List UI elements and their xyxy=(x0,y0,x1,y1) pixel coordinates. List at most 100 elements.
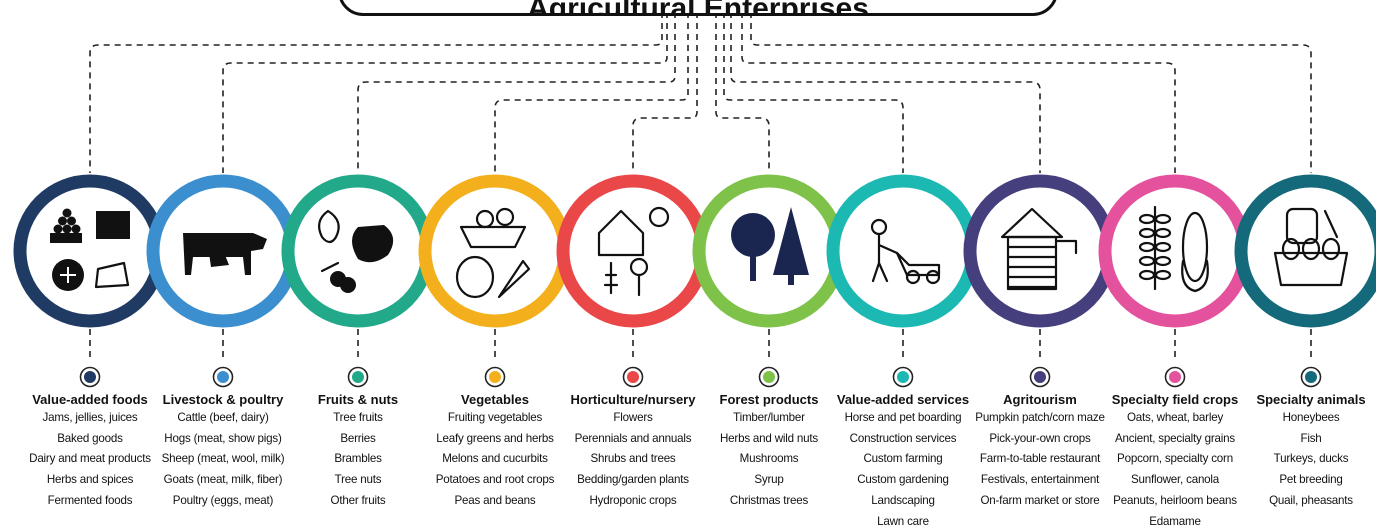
category-ring xyxy=(13,174,167,328)
category-item: Horse and pet boarding xyxy=(844,411,962,424)
category-item: Tree nuts xyxy=(334,473,382,487)
diagram-title: Agricultural Enterprises xyxy=(338,0,1058,16)
category-item: Oats, wheat, barley xyxy=(1126,411,1224,424)
grain-corn-icon xyxy=(1138,205,1209,293)
category-item: Leafy greens and herbs xyxy=(436,431,554,445)
category-item: Festivals, entertainment xyxy=(980,473,1100,487)
category-item: Mushrooms xyxy=(739,452,799,466)
category-name: Value-added foods xyxy=(32,392,148,407)
category-item: Jams, jellies, juices xyxy=(42,411,138,424)
category-ring xyxy=(963,174,1117,328)
category-item: Farm-to-table restaurant xyxy=(979,452,1101,466)
category-item: Potatoes and root crops xyxy=(435,473,555,487)
category-item: Other fruits xyxy=(330,493,386,507)
category-item: Construction services xyxy=(849,431,957,445)
category-item: Fruiting vegetables xyxy=(447,411,543,424)
honey-eggs-icon xyxy=(1273,207,1349,287)
category-ring xyxy=(826,174,980,328)
category-item: Sunflower, canola xyxy=(1130,473,1220,487)
category-item: Herbs and spices xyxy=(46,473,134,487)
category-item: Dairy and meat products xyxy=(29,452,151,466)
connector-line xyxy=(632,12,698,173)
category-item: Honeybees xyxy=(1282,411,1340,424)
category-item: Hydroponic crops xyxy=(589,493,677,507)
category-item: Goats (meat, milk, fiber) xyxy=(163,473,283,487)
category-item: Popcorn, specialty corn xyxy=(1117,452,1233,466)
category-item: Fish xyxy=(1300,431,1322,445)
category-item: Bedding/garden plants xyxy=(577,473,689,487)
category-item: Perennials and annuals xyxy=(574,431,692,445)
category-item: Berries xyxy=(340,431,376,445)
category-item: Herbs and wild nuts xyxy=(719,431,819,445)
category-item: Turkeys, ducks xyxy=(1273,452,1349,466)
category-name: Forest products xyxy=(719,392,819,407)
category-name: Fruits & nuts xyxy=(317,392,399,407)
connector-line xyxy=(715,12,770,173)
category-item: Pumpkin patch/corn maze xyxy=(975,411,1105,424)
connector-line xyxy=(750,12,1312,173)
category-ring xyxy=(692,174,846,328)
category-item: Tree fruits xyxy=(333,411,383,424)
connector-line xyxy=(494,12,689,173)
category-item: Edamame xyxy=(1149,514,1201,525)
category-item: Poultry (eggs, meat) xyxy=(172,493,274,507)
category-name: Livestock & poultry xyxy=(162,392,284,407)
category-item: Peanuts, heirloom beans xyxy=(1113,493,1237,507)
category-item: Brambles xyxy=(334,452,382,466)
category-item: Pick-your-own crops xyxy=(989,431,1091,445)
connector-line xyxy=(730,12,1041,173)
category-ring xyxy=(556,174,710,328)
category-ring xyxy=(1234,174,1376,328)
dashed-connectors xyxy=(89,12,1312,362)
category-name: Value-added services xyxy=(836,392,970,407)
category-name: Horticulture/nursery xyxy=(570,392,696,407)
greenhouse-icon xyxy=(597,206,670,297)
trees-icon xyxy=(731,207,809,285)
category-ring xyxy=(418,174,572,328)
category-name: Specialty animals xyxy=(1256,392,1366,407)
cow-chicken-icon xyxy=(183,233,267,275)
category-name: Vegetables xyxy=(461,392,529,407)
connector-line xyxy=(741,12,1176,173)
category-item: Hogs (meat, show pigs) xyxy=(164,431,282,445)
category-nodes xyxy=(13,174,1376,388)
value-added-foods-icon xyxy=(50,208,130,291)
category-name: Agritourism xyxy=(1003,392,1077,407)
category-item: Shrubs and trees xyxy=(590,452,676,466)
category-item: Quail, pheasants xyxy=(1269,493,1353,507)
category-item: Pet breeding xyxy=(1279,473,1343,487)
category-node xyxy=(146,174,300,388)
category-item: Custom farming xyxy=(863,452,943,466)
category-item: Christmas trees xyxy=(729,493,809,507)
category-item: Sheep (meat, wool, milk) xyxy=(161,452,285,466)
farm-stand-icon xyxy=(1000,207,1078,291)
connector-line xyxy=(89,12,663,173)
category-item: Fermented foods xyxy=(47,493,133,507)
category-ring xyxy=(1098,174,1252,328)
category-item: Timber/lumber xyxy=(733,411,805,424)
category-item: Melons and cucurbits xyxy=(442,452,548,466)
category-item: Landscaping xyxy=(871,493,935,507)
category-item: Ancient, specialty grains xyxy=(1114,431,1236,445)
category-item: Custom gardening xyxy=(857,473,949,487)
lawn-mower-icon xyxy=(870,218,941,285)
connector-line xyxy=(723,12,904,173)
fruit-nut-icon xyxy=(317,209,394,293)
category-item: Peas and beans xyxy=(454,493,536,507)
category-item: Flowers xyxy=(613,411,653,424)
category-name: Specialty field crops xyxy=(1111,392,1239,407)
category-item: Cattle (beef, dairy) xyxy=(177,411,269,424)
category-node xyxy=(1234,174,1376,388)
connector-line xyxy=(222,12,668,173)
category-item: Baked goods xyxy=(57,431,123,445)
